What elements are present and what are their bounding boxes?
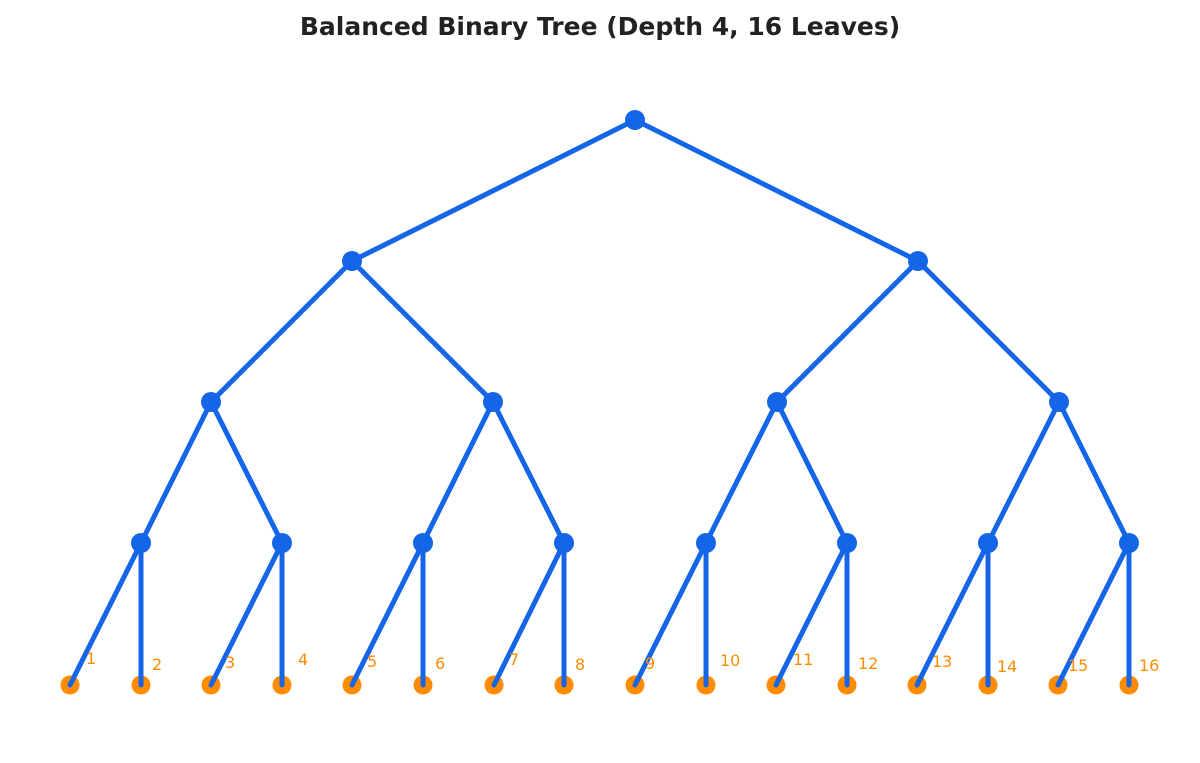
- leaf-label: 6: [435, 654, 445, 673]
- leaf-nodes: [60, 675, 1139, 695]
- leaf-label: 8: [575, 655, 585, 674]
- tree-edge: [985, 399, 1062, 546]
- internal-node: [1049, 392, 1069, 412]
- internal-node: [342, 251, 362, 271]
- leaf-label: 12: [858, 654, 878, 673]
- tree-edge: [349, 540, 426, 688]
- tree-edge: [349, 258, 496, 405]
- tree-edge: [420, 399, 496, 546]
- tree-edge: [1056, 399, 1132, 546]
- internal-node: [483, 392, 503, 412]
- internal-node: [272, 533, 292, 553]
- leaf-label: 1: [86, 649, 96, 668]
- leaf-label: 2: [152, 655, 162, 674]
- tree-edge: [632, 117, 921, 264]
- tree-edge: [208, 258, 355, 405]
- tree-edges: [67, 117, 1132, 688]
- leaf-label: 13: [932, 652, 952, 671]
- leaf-label: 9: [645, 654, 655, 673]
- tree-edge: [774, 399, 850, 546]
- leaf-label: 3: [225, 653, 235, 672]
- tree-edge: [914, 540, 991, 688]
- tree-edge: [1055, 540, 1132, 688]
- internal-node: [767, 392, 787, 412]
- internal-node: [554, 533, 574, 553]
- tree-edge: [915, 258, 1062, 405]
- leaf-label: 7: [509, 650, 519, 669]
- internal-node: [1119, 533, 1139, 553]
- leaf-label: 15: [1068, 656, 1088, 675]
- leaf-label: 5: [367, 652, 377, 671]
- tree-edge: [632, 540, 709, 688]
- leaf-label: 10: [720, 651, 740, 670]
- internal-node: [201, 392, 221, 412]
- internal-node: [625, 110, 645, 130]
- tree-edge: [490, 399, 567, 546]
- tree-nodes: [131, 110, 1139, 553]
- leaf-label: 14: [997, 657, 1017, 676]
- internal-node: [908, 251, 928, 271]
- tree-edge: [773, 540, 850, 688]
- internal-node: [978, 533, 998, 553]
- diagram-title: Balanced Binary Tree (Depth 4, 16 Leaves…: [299, 12, 901, 41]
- tree-edge: [349, 117, 638, 264]
- leaf-label: 4: [298, 650, 308, 669]
- internal-node: [131, 533, 151, 553]
- tree-edge: [774, 258, 921, 405]
- internal-node: [696, 533, 716, 553]
- tree-edge: [491, 540, 567, 688]
- internal-node: [837, 533, 857, 553]
- leaf-label: 16: [1139, 656, 1159, 675]
- leaf-label: 11: [793, 650, 813, 669]
- tree-edge: [138, 399, 214, 546]
- internal-node: [413, 533, 433, 553]
- tree-edge: [703, 399, 780, 546]
- tree-edge: [208, 540, 285, 688]
- tree-edge: [208, 399, 285, 546]
- tree-edge: [67, 540, 144, 688]
